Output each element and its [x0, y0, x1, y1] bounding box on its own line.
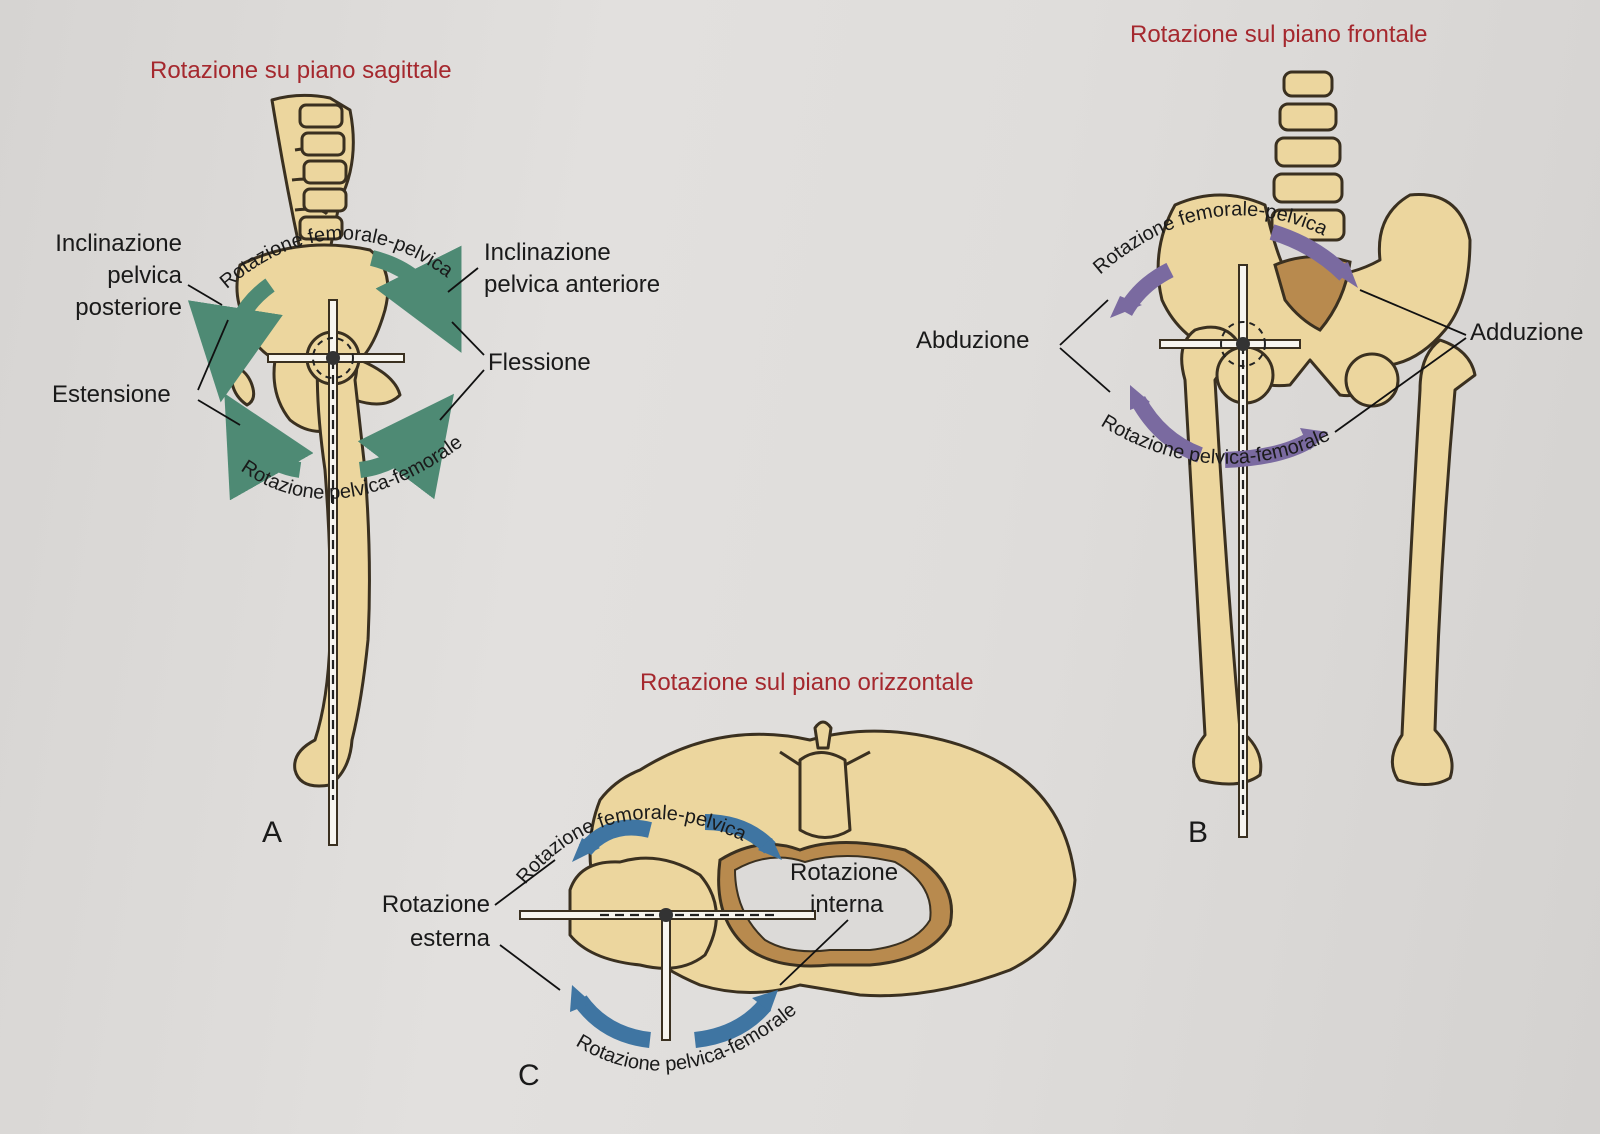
panel-b: Rotazione sul piano frontale Rotazione f… — [916, 21, 1583, 849]
label-posterior-line3: posteriore — [75, 294, 182, 321]
coccyx — [230, 363, 256, 407]
label-abduction: Abduzione — [916, 327, 1029, 354]
panel-a-leader-lines — [187, 267, 485, 426]
label-internal-line1: Rotazione — [790, 859, 898, 886]
label-posterior-line1: Inclinazione — [55, 230, 182, 257]
panel-a-letter: A — [262, 816, 282, 849]
posterior-tilt-arrow — [187, 278, 283, 403]
left-femur-frontal — [1390, 338, 1477, 786]
panel-c-letter: C — [518, 1059, 540, 1092]
panel-a: Rotazione su piano sagittale Rotazione — [52, 57, 660, 849]
internal-rotation-arrow-bottom — [693, 999, 772, 1048]
hip-center-a — [326, 351, 340, 365]
internal-rotation-arrow-top — [704, 814, 776, 854]
label-anterior-line1: Inclinazione — [484, 239, 611, 266]
label-internal-line2: interna — [810, 891, 884, 918]
flexion-arrow — [357, 393, 454, 500]
extension-arrow — [224, 393, 314, 501]
label-extension: Estensione — [52, 381, 171, 408]
hip-center-c — [659, 908, 673, 922]
label-external-line1: Rotazione — [382, 891, 490, 918]
abduction-arrow-bottom — [1130, 396, 1203, 463]
label-posterior-line2: pelvica — [107, 262, 182, 289]
vertical-axis-c — [661, 914, 671, 1041]
panel-b-title: Rotazione sul piano frontale — [1130, 21, 1428, 48]
label-external-line2: esterna — [410, 925, 491, 952]
vertical-axis-b — [1238, 264, 1248, 838]
lumbar-spine-sagittal — [270, 93, 355, 252]
panel-c: Rotazione sul piano orizzontale Rotazion… — [382, 669, 1077, 1092]
panel-b-letter: B — [1188, 816, 1208, 849]
panel-b-leader-lines — [1059, 289, 1467, 433]
external-rotation-arrow-bottom — [573, 995, 652, 1048]
vertebra-superior-view — [779, 720, 871, 839]
anterior-tilt-arrow — [369, 245, 462, 353]
hip-center-b — [1236, 337, 1250, 351]
label-flexion: Flessione — [488, 349, 591, 376]
panel-c-leader-lines — [494, 859, 849, 991]
label-anterior-line2: pelvica anteriore — [484, 271, 660, 298]
adduction-arrow-bottom — [1224, 433, 1315, 468]
panel-c-title: Rotazione sul piano orizzontale — [640, 669, 974, 696]
panel-a-title: Rotazione su piano sagittale — [150, 57, 452, 84]
label-adduction: Adduzione — [1470, 319, 1583, 346]
horizontal-axis-b — [1159, 339, 1301, 349]
obturator-foramen-left — [1344, 352, 1400, 408]
